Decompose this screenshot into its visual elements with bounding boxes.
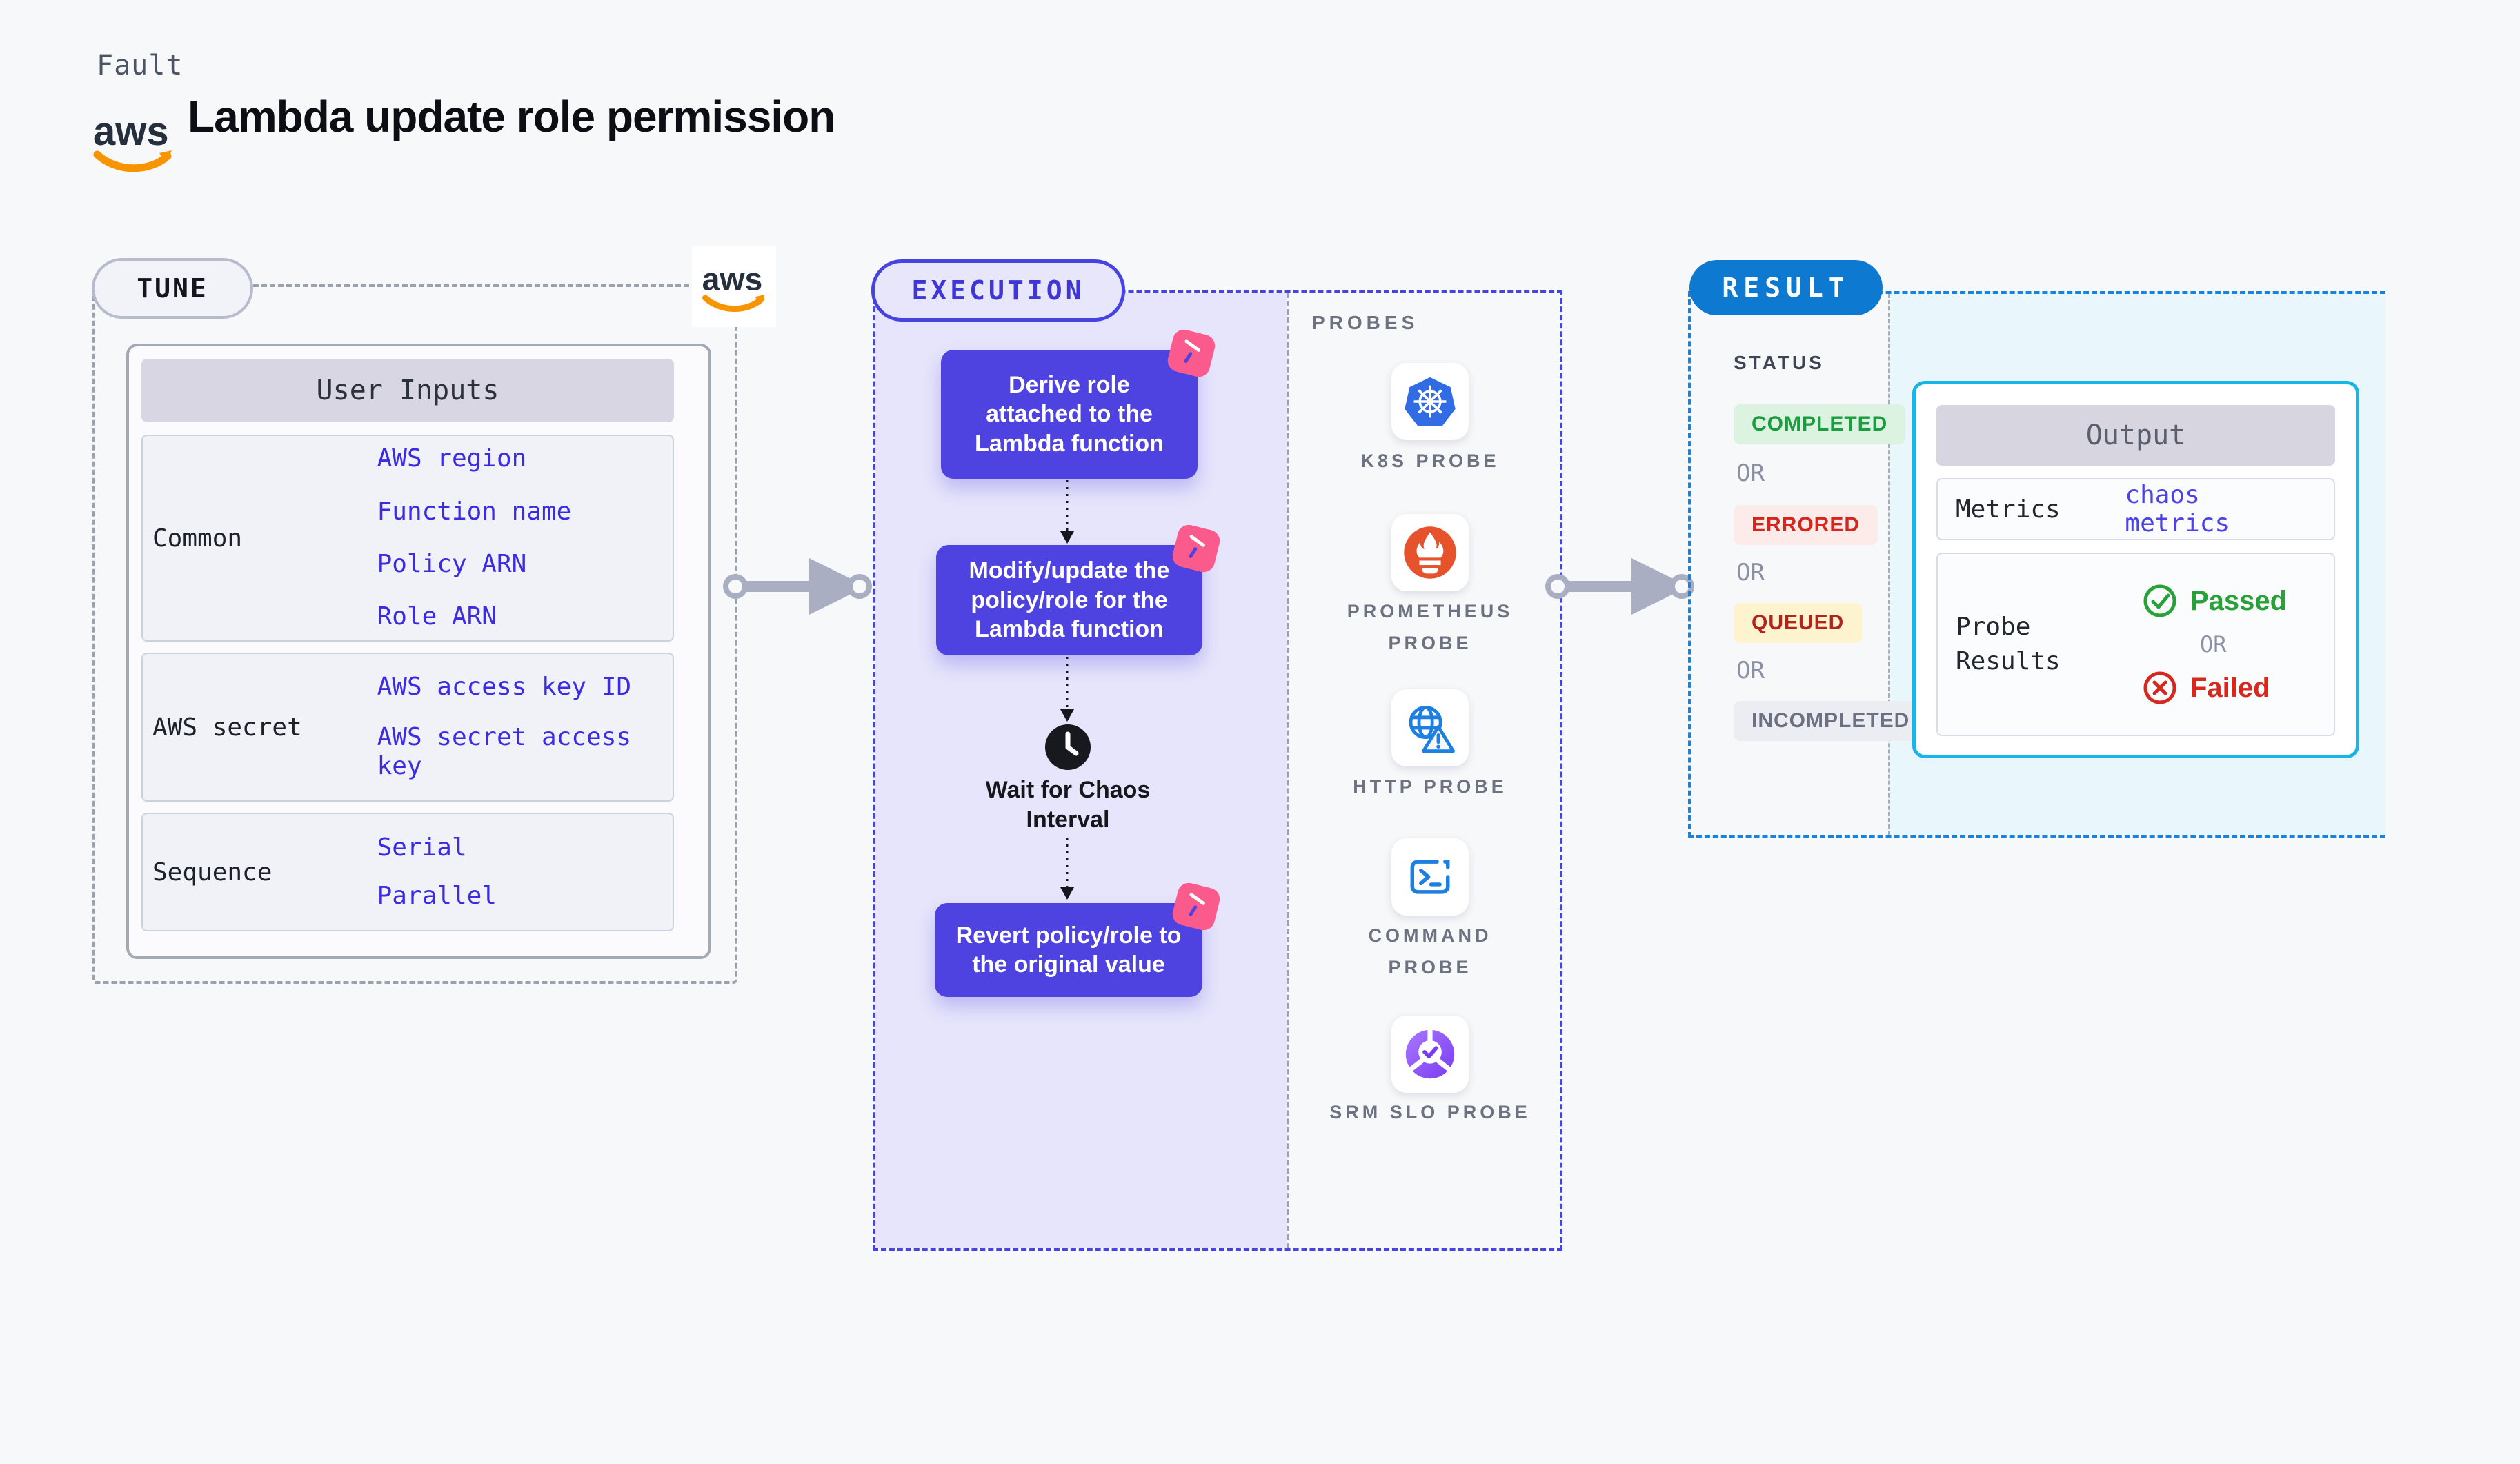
result-separator [1888,294,1890,835]
kubernetes-icon [1391,363,1469,440]
status-title: STATUS [1734,352,1825,373]
input-value: AWS access key ID [377,673,632,702]
flow-connector-arrow [1060,480,1074,544]
or-label: OR [1736,657,1765,684]
output-card: Output Metrics chaos metrics Probe Resul… [1912,381,2359,758]
wait-chaos-interval-label: Wait for Chaos Interval [985,777,1151,833]
input-value: Role ARN [377,602,497,631]
chaos-fault-icon [1170,880,1222,933]
chaos-fault-icon [1165,327,1218,379]
input-row-aws-secret: AWS secret AWS access key ID AWS secret … [141,653,674,802]
globe-warning-icon [1391,689,1469,766]
page-title: Lambda update role permission [188,92,835,141]
prometheus-icon [1391,514,1469,591]
flow-connector-arrow [1060,657,1074,722]
probe-results-label: Probe Results [1956,612,2061,675]
aws-smile-icon [93,150,172,172]
tune-to-execution-arrow [723,558,872,615]
step-modify-policy: Modify/update the policy/role for the La… [936,522,1222,655]
tune-badge: TUNE [92,258,253,319]
slo-donut-check-icon [1391,1016,1469,1093]
input-row-common: Common AWS region Function name Policy A… [141,435,674,642]
execution-to-result-arrow [1545,558,1694,615]
aws-logo-text: aws [93,109,169,154]
probe-results-row: Probe Results Passed OR [1936,553,2335,736]
user-inputs-card: User Inputs Common AWS region Function n… [126,344,711,959]
probe-label: K8S PROBE [1360,451,1500,471]
probe-label: PROMETHEUS PROBE [1347,601,1514,653]
probes-title: PROBES [1312,312,1419,333]
probe-label: HTTP PROBE [1353,776,1507,797]
metrics-label: Metrics [1956,495,2061,524]
input-row-label: Sequence [152,858,272,887]
user-inputs-title: User Inputs [141,359,674,422]
input-value: Policy ARN [377,550,527,578]
probe-label: COMMAND PROBE [1368,925,1492,978]
input-value: Function name [377,497,572,526]
input-value: AWS region [377,444,527,473]
or-label: OR [2200,631,2227,657]
fault-kicker: Fault [97,50,183,81]
step-label: Modify/update the policy/role for the La… [969,557,1170,643]
or-label: OR [1736,459,1765,487]
input-value: Serial [377,833,467,862]
metrics-row: Metrics chaos metrics [1936,478,2335,540]
status-badge-incompleted: INCOMPLETED [1734,701,1928,741]
status-badge-completed: COMPLETED [1734,404,1906,444]
input-value: AWS secret access key [377,722,632,781]
execution-section: EXECUTION Derive role attached to the La… [871,259,1562,1251]
tune-aws-logo: aws [692,246,776,327]
step-label: Revert policy/role to the original value [955,922,1182,978]
result-badge: RESULT [1689,260,1883,315]
status-badge-errored: ERRORED [1734,505,1878,545]
aws-logo: aws [92,102,175,178]
result-section: RESULT STATUS COMPLETED OR ERRORED OR QU… [1688,260,2385,838]
check-circle-icon [2143,584,2176,617]
execution-badge: EXECUTION [871,259,1125,322]
step-label: Derive role attached to the Lambda funct… [975,371,1164,457]
metrics-value: chaos metrics [2125,481,2230,537]
flow-connector-arrow [1060,838,1074,900]
input-row-sequence: Sequence Serial Parallel [141,813,674,931]
passed-label: Passed [2190,585,2288,616]
step-revert-policy: Revert policy/role to the original value [935,880,1222,997]
failed-label: Failed [2190,672,2270,703]
step-derive-role: Derive role attached to the Lambda funct… [941,327,1218,479]
input-value: Parallel [377,882,497,910]
output-title: Output [1936,405,2335,466]
or-label: OR [1736,559,1765,586]
chaos-fault-icon [1170,522,1222,575]
input-row-label: AWS secret [152,713,302,742]
terminal-icon [1391,838,1469,916]
input-row-label: Common [152,524,243,553]
probes-separator [1287,293,1289,1248]
clock-icon [1044,723,1092,775]
status-badge-queued: QUEUED [1734,603,1863,643]
x-circle-icon [2143,671,2176,704]
probe-label: SRM SLO PROBE [1329,1102,1531,1122]
tune-section: TUNE aws User Inputs Common AWS region F… [92,246,776,984]
svg-text:aws: aws [702,261,763,297]
